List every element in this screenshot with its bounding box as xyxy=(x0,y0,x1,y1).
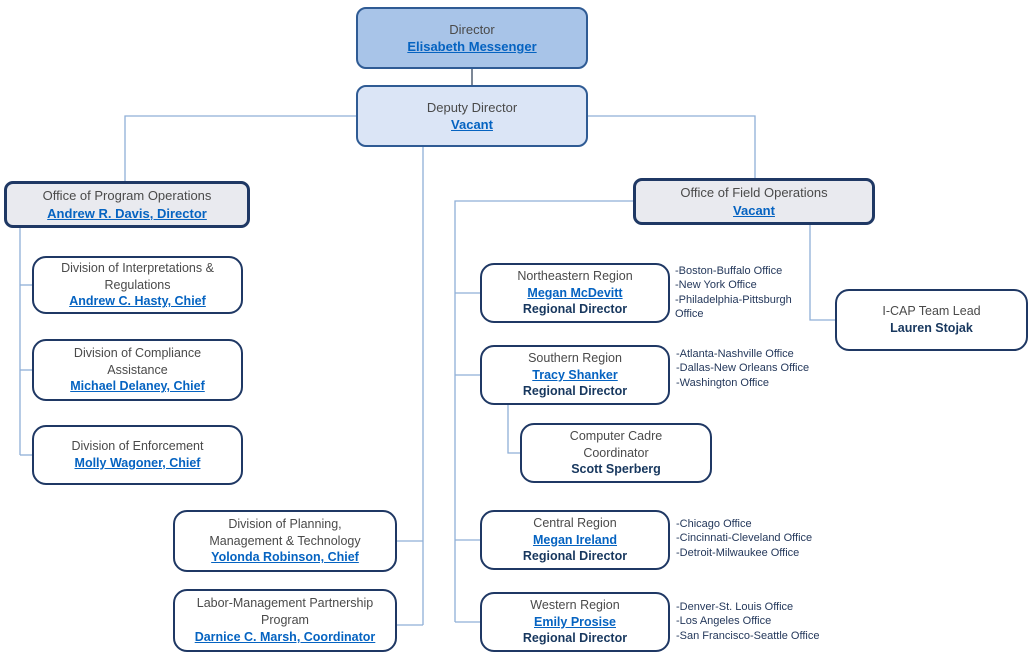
connector-cadre xyxy=(507,405,520,454)
office-item: -Washington Office xyxy=(676,376,769,389)
person-link-enforcement[interactable]: Molly Wagoner, Chief xyxy=(74,456,201,470)
org-box-planning-management-technology: Division of Planning, Management & Techn… xyxy=(173,510,397,572)
office-item: -New York Office xyxy=(675,279,757,292)
box-title: Division of Interpretations & Regulation… xyxy=(61,260,214,292)
org-box-computer-cadre-coordinator: Computer Cadre Coordinator Scott Sperber… xyxy=(520,423,712,483)
office-list-western: -Denver-St. Louis Office -Los Angeles Of… xyxy=(676,600,851,643)
person-link-labor-management[interactable]: Darnice C. Marsh, Coordinator xyxy=(194,629,376,644)
box-title: Director xyxy=(449,21,495,37)
box-title: I-CAP Team Lead xyxy=(882,304,981,319)
connector-deputy-field-ops xyxy=(588,115,756,179)
box-title: Southern Region xyxy=(528,350,622,365)
org-box-deputy-director: Deputy Director Vacant xyxy=(356,85,588,147)
box-title: Office of Field Operations xyxy=(680,185,828,201)
org-box-central-region: Central Region Megan Ireland Regional Di… xyxy=(480,510,670,570)
box-title: Deputy Director xyxy=(426,99,518,115)
connector-region-spine xyxy=(454,200,633,622)
person-link-program-operations[interactable]: Andrew R. Davis, Director xyxy=(47,205,207,221)
org-box-director: Director Elisabeth Messenger xyxy=(356,7,588,69)
connector-icap xyxy=(809,225,835,321)
org-box-southern-region: Southern Region Tracy Shanker Regional D… xyxy=(480,345,670,405)
person-link-planning[interactable]: Yolonda Robinson, Chief xyxy=(211,550,359,565)
office-list-central: -Chicago Office -Cincinnati-Cleveland Of… xyxy=(676,517,846,560)
person-link-deputy-director[interactable]: Vacant xyxy=(451,117,493,132)
office-item: -Dallas-New Orleans Office xyxy=(676,362,810,375)
person-link-compliance[interactable]: Michael Delaney, Chief xyxy=(70,379,205,394)
person-link-interpretations[interactable]: Andrew C. Hasty, Chief xyxy=(69,294,206,309)
office-list-southern: -Atlanta-Nashville Office -Dallas-New Or… xyxy=(676,347,846,390)
box-title: Computer Cadre Coordinator xyxy=(569,428,663,460)
box-title: Division of Planning, Management & Techn… xyxy=(209,516,361,548)
office-item: -Atlanta-Nashville Office xyxy=(676,348,794,360)
person-link-southern[interactable]: Tracy Shanker xyxy=(532,367,618,382)
office-list-northeastern: -Boston-Buffalo Office -New York Office … xyxy=(675,264,817,321)
office-item: -Boston-Buffalo Office xyxy=(675,265,783,277)
org-box-program-operations: Office of Program Operations Andrew R. D… xyxy=(4,181,250,228)
box-title: Central Region xyxy=(533,515,617,530)
person-link-western[interactable]: Emily Prosise xyxy=(534,614,616,629)
box-title: Western Region xyxy=(530,597,620,612)
office-item: -Cincinnati-Cleveland Office xyxy=(676,532,813,545)
box-subtitle: Regional Director xyxy=(522,384,628,399)
box-subtitle: Regional Director xyxy=(522,631,628,646)
org-box-northeastern-region: Northeastern Region Megan McDevitt Regio… xyxy=(480,263,670,323)
person-link-director[interactable]: Elisabeth Messenger xyxy=(407,39,537,54)
office-item: -Los Angeles Office xyxy=(676,615,772,628)
org-box-icap-team-lead: I-CAP Team Lead Lauren Stojak xyxy=(835,289,1028,351)
box-title: Office of Program Operations xyxy=(42,188,212,204)
box-title: Northeastern Region xyxy=(517,268,633,283)
office-item: -Philadelphia-Pittsburgh Office xyxy=(675,293,792,320)
office-item: -Detroit-Milwaukee Office xyxy=(676,546,800,559)
person-name-icap: Lauren Stojak xyxy=(890,321,973,335)
box-title: Division of Compliance Assistance xyxy=(73,345,202,377)
person-link-northeastern[interactable]: Megan McDevitt xyxy=(527,285,623,300)
box-subtitle: Regional Director xyxy=(522,549,628,564)
person-name-cadre: Scott Sperberg xyxy=(571,462,661,477)
org-box-labor-management-partnership: Labor-Management Partnership Program Dar… xyxy=(173,589,397,652)
person-link-field-operations[interactable]: Vacant xyxy=(733,202,775,218)
org-box-enforcement: Division of Enforcement Molly Wagoner, C… xyxy=(32,425,243,485)
office-item: -Denver-St. Louis Office xyxy=(676,601,794,613)
office-item: -San Francisco-Seattle Office xyxy=(676,629,820,642)
org-box-field-operations: Office of Field Operations Vacant xyxy=(633,178,875,225)
person-link-central[interactable]: Megan Ireland xyxy=(532,532,618,547)
org-box-interpretations-regulations: Division of Interpretations & Regulation… xyxy=(32,256,243,314)
org-box-compliance-assistance: Division of Compliance Assistance Michae… xyxy=(32,339,243,401)
box-title: Labor-Management Partnership Program xyxy=(196,596,374,628)
org-box-western-region: Western Region Emily Prosise Regional Di… xyxy=(480,592,670,652)
box-title: Division of Enforcement xyxy=(71,439,204,454)
box-subtitle: Regional Director xyxy=(522,302,628,317)
office-item: -Chicago Office xyxy=(676,518,752,530)
connector-deputy-program-ops xyxy=(124,115,356,181)
